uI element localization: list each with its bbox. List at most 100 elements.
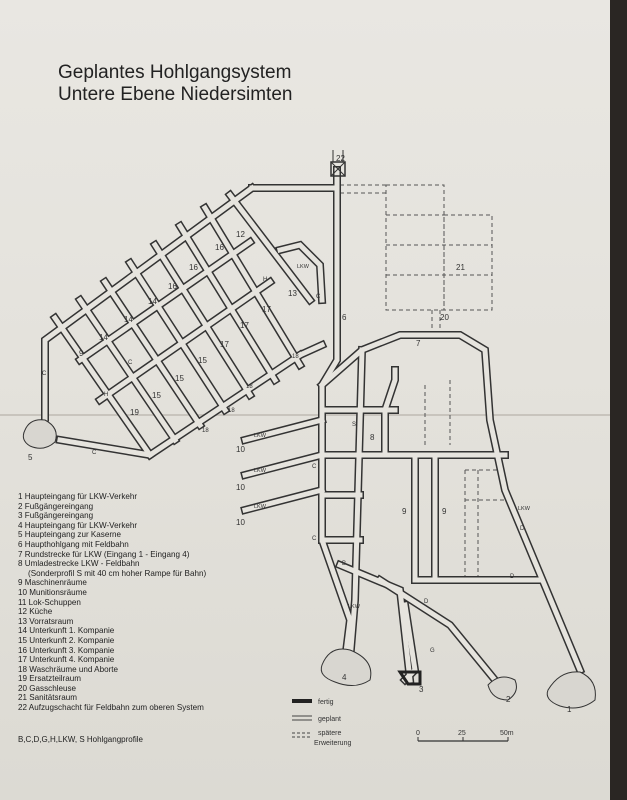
- label-9b: 9: [402, 507, 407, 516]
- label-15c: 15: [152, 391, 161, 400]
- legend-item: 3 Fußgängereingang: [18, 511, 94, 521]
- label-14c: 14: [99, 333, 108, 342]
- profiles-note: B,C,D,G,H,LKW, S Hohlgangprofile: [18, 735, 143, 744]
- profile-g: G: [430, 648, 435, 654]
- label-18c: 18: [228, 408, 235, 414]
- profile-d-1: D: [520, 526, 525, 532]
- legend-item: 2 Fußgängereingang: [18, 501, 94, 511]
- label-16c: 16: [168, 282, 177, 291]
- label-5: 5: [28, 453, 33, 462]
- label-10b: 10: [236, 483, 245, 492]
- profile-c-5: C: [312, 464, 317, 470]
- key-done-label: fertig: [318, 699, 334, 706]
- label-17b: 17: [240, 321, 249, 330]
- label-1: 1: [567, 705, 572, 714]
- legend-item: 8 Umladestrecke LKW - Feldbahn: [18, 559, 140, 569]
- profile-d-2: D: [510, 574, 515, 580]
- legend-item: 9 Maschinenräume: [18, 578, 87, 588]
- scale-label-25: 25: [458, 730, 466, 737]
- label-17a: 17: [262, 305, 271, 314]
- label-17c: 17: [220, 340, 229, 349]
- label-16a: 16: [215, 243, 224, 252]
- key-planned-label: geplant: [318, 716, 341, 723]
- legend-item: 18 Waschräume und Aborte: [18, 664, 119, 674]
- legend-item: (Sonderprofil S mit 40 cm hoher Rampe fü…: [28, 568, 207, 578]
- lkw-label-1: LKW: [297, 264, 310, 270]
- key-later-label-1: spätere: [318, 730, 341, 737]
- legend-item: 19 Ersatzteilraum: [18, 674, 81, 684]
- room-number-labels: 22 12 13 16 16 16 14 14 14 9 17 17 17 15…: [28, 154, 572, 714]
- profile-s: S: [352, 422, 356, 428]
- title-line-1: Geplantes Hohlgangsystem: [58, 62, 292, 83]
- plan-sheet: Geplantes Hohlgangsystem Untere Ebene Ni…: [0, 0, 610, 800]
- label-12: 12: [236, 230, 245, 239]
- elevator-shaft-22: [330, 150, 346, 177]
- legend-item: 16 Unterkunft 3. Kompanie: [18, 645, 115, 655]
- label-18d: 18: [202, 428, 209, 434]
- label-2: 2: [506, 695, 511, 704]
- legend-item: 13 Vorratsraum: [18, 616, 74, 626]
- profile-h-2: H: [104, 392, 108, 398]
- label-4: 4: [342, 673, 347, 682]
- label-18b: 18: [246, 384, 253, 390]
- label-19: 19: [130, 408, 139, 417]
- lkw-label-3: LKW: [254, 468, 267, 474]
- label-14b: 14: [124, 315, 133, 324]
- future-extension-grid: [340, 184, 510, 580]
- label-16b: 16: [189, 263, 198, 272]
- profile-d-3: D: [424, 599, 429, 605]
- legend-item: 10 Munitionsräume: [18, 587, 87, 597]
- legend-item: 22 Aufzugschacht für Feldbahn zum oberen…: [18, 703, 204, 713]
- profile-h-1: H: [263, 277, 267, 283]
- label-15a: 15: [198, 356, 207, 365]
- plan-title: Geplantes Hohlgangsystem Untere Ebene Ni…: [58, 62, 292, 106]
- scale-bar: 0 25 50m: [416, 730, 514, 742]
- profile-b: B: [342, 561, 346, 567]
- label-14a: 14: [148, 297, 157, 306]
- lkw-label-5: LKW: [518, 506, 531, 512]
- label-22: 22: [336, 154, 345, 163]
- legend-item: 11 Lok-Schuppen: [18, 597, 81, 607]
- profile-markers: H C C H C C C C S B G D D D LKW LKW LKW …: [42, 264, 531, 654]
- scale-label-50: 50m: [500, 730, 514, 737]
- legend-item: 6 Haupthohlgang mit Feldbahn: [18, 539, 129, 549]
- legend-item: 14 Unterkunft 1. Kompanie: [18, 626, 115, 636]
- profile-c-3: C: [42, 371, 47, 377]
- profile-c-4: C: [92, 450, 97, 456]
- profile-c-6: C: [312, 536, 317, 542]
- legend-item: 12 Küche: [18, 607, 53, 617]
- lkw-label-4: LKW: [254, 504, 267, 510]
- label-8: 8: [370, 433, 375, 442]
- legend-item: 21 Sanitätsraum: [18, 693, 77, 703]
- key-later-label-2: Erweiterung: [314, 740, 351, 747]
- profile-c-1: C: [316, 294, 321, 300]
- legend-item: 20 Gasschleuse: [18, 683, 77, 693]
- paper-fold-line: [0, 414, 610, 416]
- label-9c: 9: [442, 507, 447, 516]
- entrance-portals: [22, 419, 596, 709]
- label-13: 13: [288, 289, 297, 298]
- label-21: 21: [456, 263, 465, 272]
- title-line-2: Untere Ebene Niedersimten: [58, 84, 293, 105]
- label-7: 7: [416, 339, 421, 348]
- legend-item: 7 Rundstrecke für LKW (Eingang 1 - Einga…: [18, 549, 190, 559]
- legend-item: 15 Unterkunft 2. Kompanie: [18, 635, 115, 645]
- label-9a: 9: [79, 349, 84, 358]
- scale-label-0: 0: [416, 730, 420, 737]
- label-10a: 10: [236, 445, 245, 454]
- lkw-label-2: LKW: [254, 433, 267, 439]
- profile-c-2: C: [128, 360, 133, 366]
- label-15b: 15: [175, 374, 184, 383]
- legend-item: 5 Haupteingang zur Kaserne: [18, 530, 122, 540]
- tunnel-plan-drawing: 22 12 13 16 16 16 14 14 14 9 17 17 17 15…: [22, 150, 596, 747]
- label-20: 20: [440, 313, 449, 322]
- legend-item: 1 Haupteingang für LKW-Verkehr: [18, 492, 138, 501]
- label-3: 3: [419, 685, 424, 694]
- legend-item: 4 Haupteingang für LKW-Verkehr: [18, 520, 138, 530]
- line-key: fertig geplant spätere Erweiterung: [292, 699, 351, 747]
- label-10c: 10: [236, 518, 245, 527]
- lkw-label-6: LKW: [348, 604, 361, 610]
- legend-item: 17 Unterkunft 4. Kompanie: [18, 655, 115, 665]
- label-18a: 18: [292, 354, 299, 360]
